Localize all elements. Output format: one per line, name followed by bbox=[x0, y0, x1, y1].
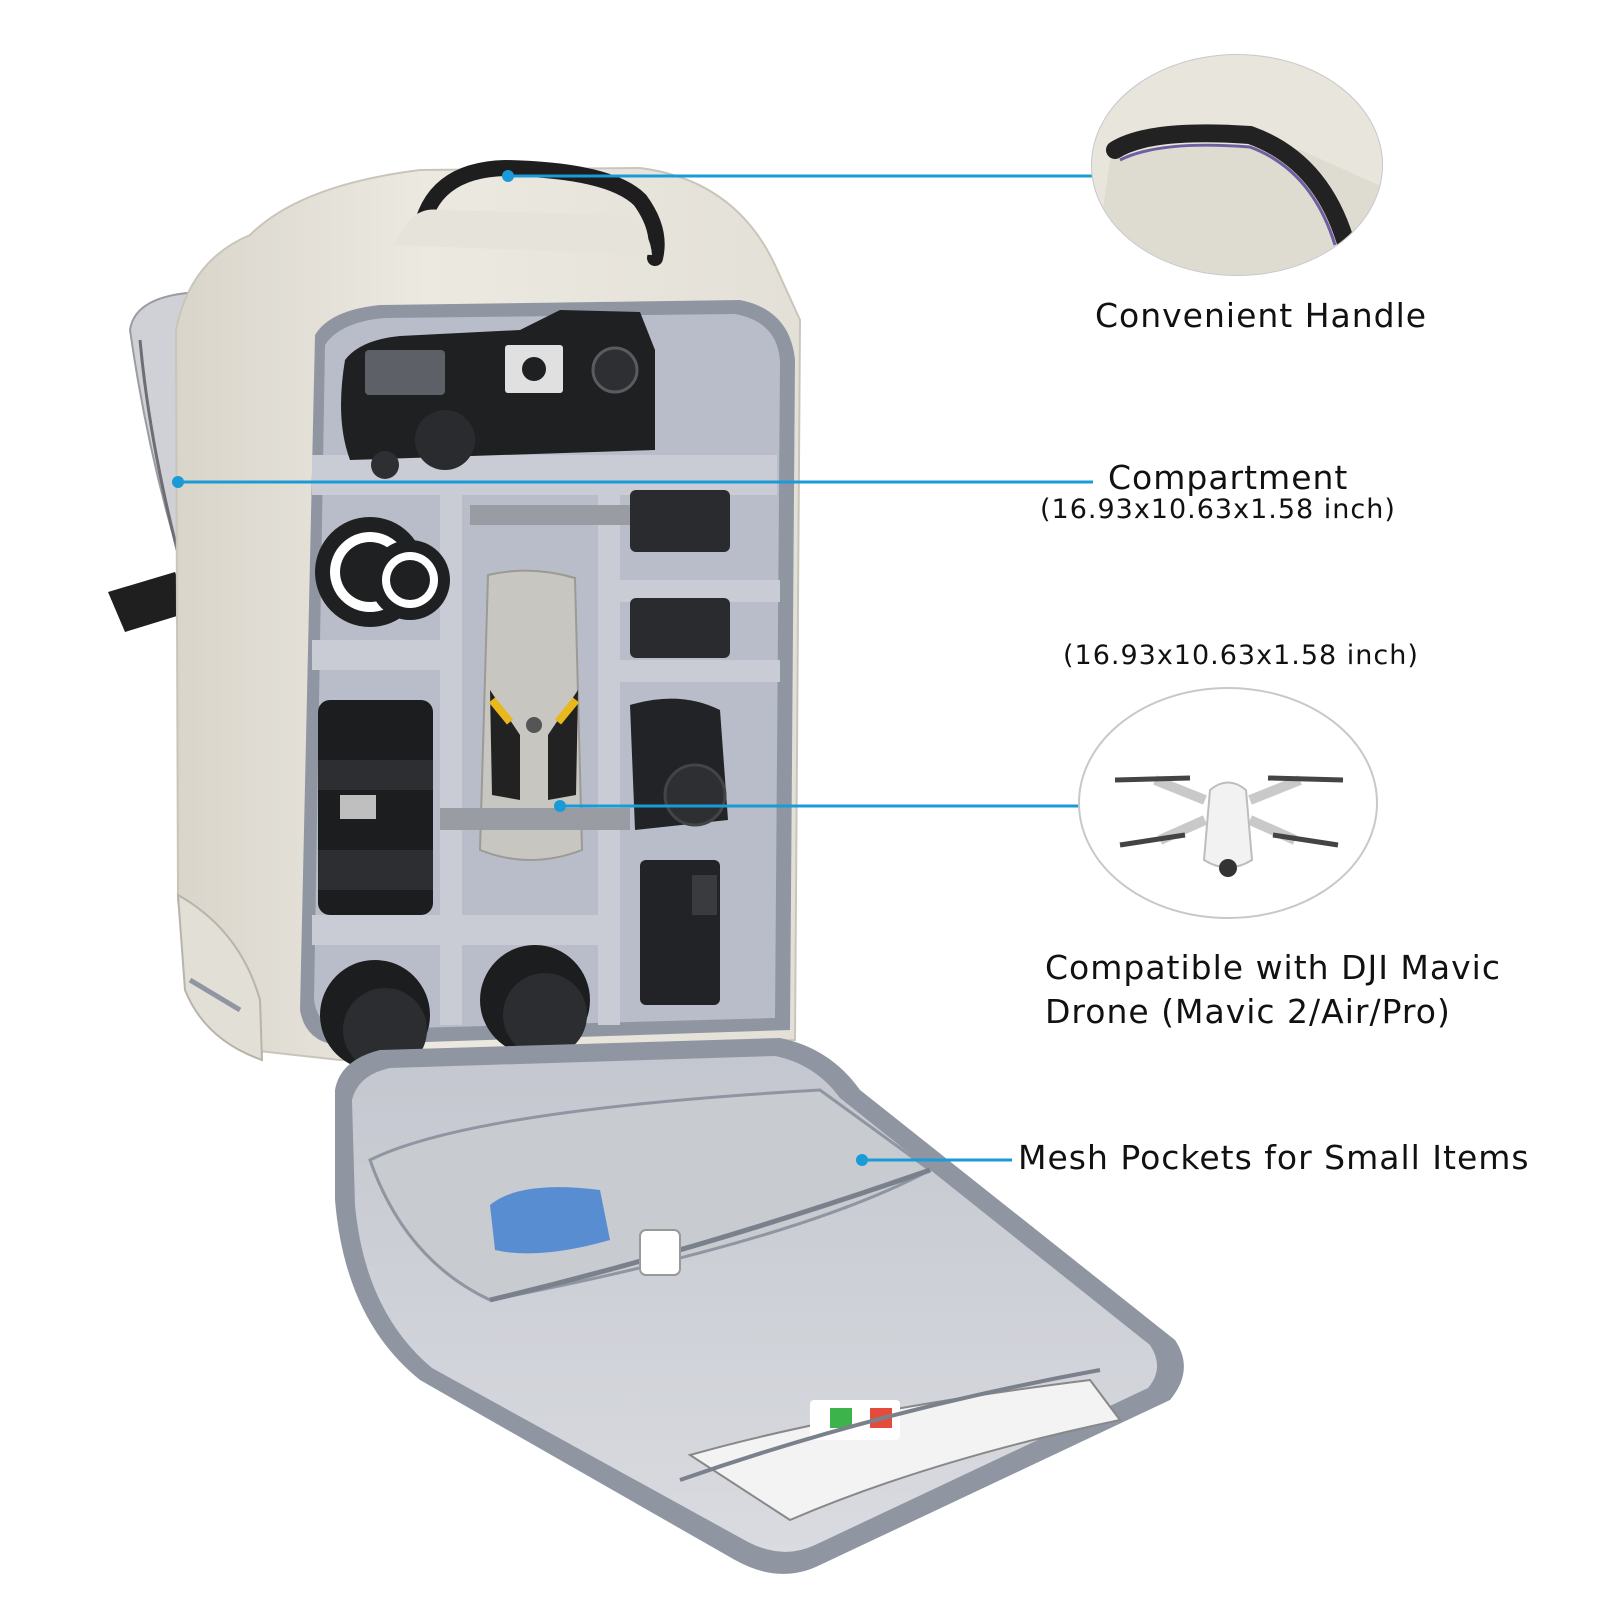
battery-packs bbox=[630, 490, 730, 658]
lens-icon bbox=[318, 700, 433, 915]
handle-closeup-icon bbox=[1091, 54, 1383, 276]
speedlight-flash-icon bbox=[630, 698, 728, 1005]
lens-caps-bottom bbox=[320, 945, 590, 1072]
lens-cap-stack bbox=[315, 517, 450, 627]
callout-drone-line2: Drone (Mavic 2/Air/Pro) bbox=[1045, 992, 1451, 1031]
callout-compartment-label: Compartment bbox=[1108, 458, 1349, 497]
callout-handle-label: Convenient Handle bbox=[1095, 296, 1428, 335]
drone-icon bbox=[1078, 687, 1378, 919]
callout-mesh-label: Mesh Pockets for Small Items bbox=[1018, 1138, 1530, 1177]
folded-drone bbox=[440, 505, 630, 861]
camera-body-icon bbox=[341, 310, 655, 479]
callout-compartment-dimensions: (16.93x10.63x1.58 inch) bbox=[1040, 494, 1396, 525]
callout-drone-line1: Compatible with DJI Mavic bbox=[1045, 948, 1501, 987]
callout-drone-label: Compatible with DJI Mavic Drone (Mavic 2… bbox=[1045, 946, 1501, 1034]
dimensions-text: (16.93x10.63x1.58 inch) bbox=[1063, 640, 1419, 671]
front-lid bbox=[335, 1038, 1184, 1574]
callout-lines bbox=[172, 170, 1095, 1166]
